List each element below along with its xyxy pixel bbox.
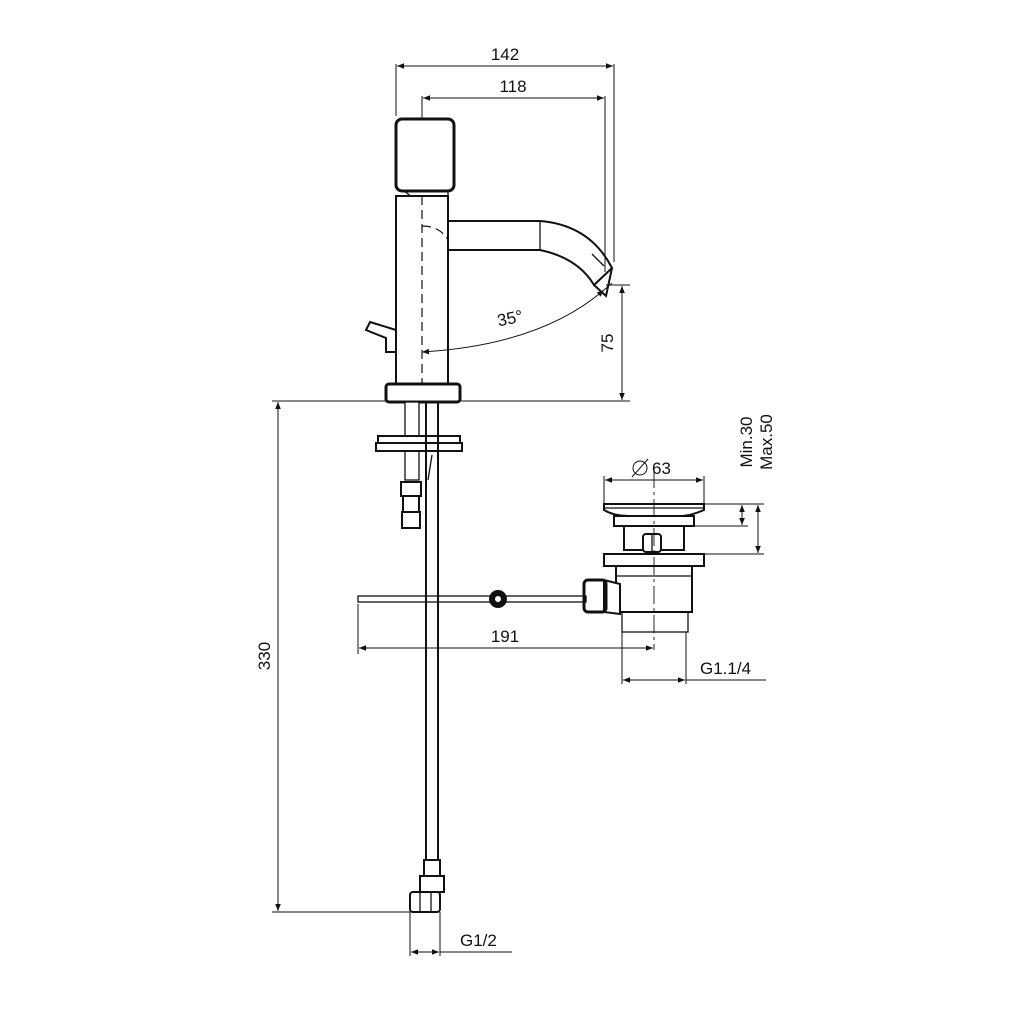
hose-ferrule: [423, 859, 441, 877]
waste-assembly: [582, 470, 705, 650]
base-ring: [385, 383, 461, 403]
dim-35-arc: [421, 289, 605, 355]
rod-nut-outline: [582, 578, 608, 614]
aerator: [593, 267, 613, 298]
hose-detail: [427, 454, 433, 481]
hose-over-rod: [425, 590, 439, 608]
label-35-degree: 35°: [496, 307, 525, 331]
diameter-icon-slash: [631, 458, 649, 478]
label-63: 63: [652, 459, 671, 478]
label-max50: Max.50: [757, 414, 776, 470]
diameter-symbol: [631, 458, 649, 478]
handle-outline: [394, 117, 456, 193]
inlet-nut: [409, 891, 441, 913]
diameter-icon: [632, 460, 648, 476]
stud-nut: [400, 481, 422, 497]
stud-connector: [402, 495, 420, 513]
label-g12: G1/2: [460, 931, 497, 950]
popup-lever: [364, 320, 397, 353]
rod-nut: [583, 579, 607, 613]
spout: [448, 220, 614, 287]
base-ring-outline: [384, 382, 462, 404]
stud-end: [401, 511, 421, 529]
waste-thread: [621, 611, 689, 633]
flex-hose: [425, 402, 439, 860]
rod-clamp-hole: [495, 596, 501, 602]
rod-socket: [603, 578, 621, 616]
label-118: 118: [499, 77, 526, 96]
spout-tip-line: [591, 253, 605, 267]
label-142: 142: [491, 45, 519, 64]
label-330: 330: [255, 642, 274, 670]
mounting-plate: [375, 442, 463, 452]
arc-end: [603, 282, 613, 291]
hose-crimp: [419, 875, 445, 893]
popup-rod: [357, 595, 587, 603]
dimension-lines: [272, 63, 766, 956]
label-g114: G1.1/4: [700, 659, 751, 678]
label-191: 191: [491, 627, 519, 646]
label-min30: Min.30: [737, 416, 756, 467]
label-75: 75: [598, 334, 617, 353]
knurled-handle: [395, 118, 455, 192]
dimension-labels: 142 118 35° 75 330 63 Min.30 Max.50 191 …: [255, 45, 776, 950]
mounting-assembly: [357, 401, 587, 913]
faucet-body: [364, 117, 614, 404]
mounting-washer: [377, 435, 461, 444]
spout-hidden-line: [421, 225, 449, 241]
